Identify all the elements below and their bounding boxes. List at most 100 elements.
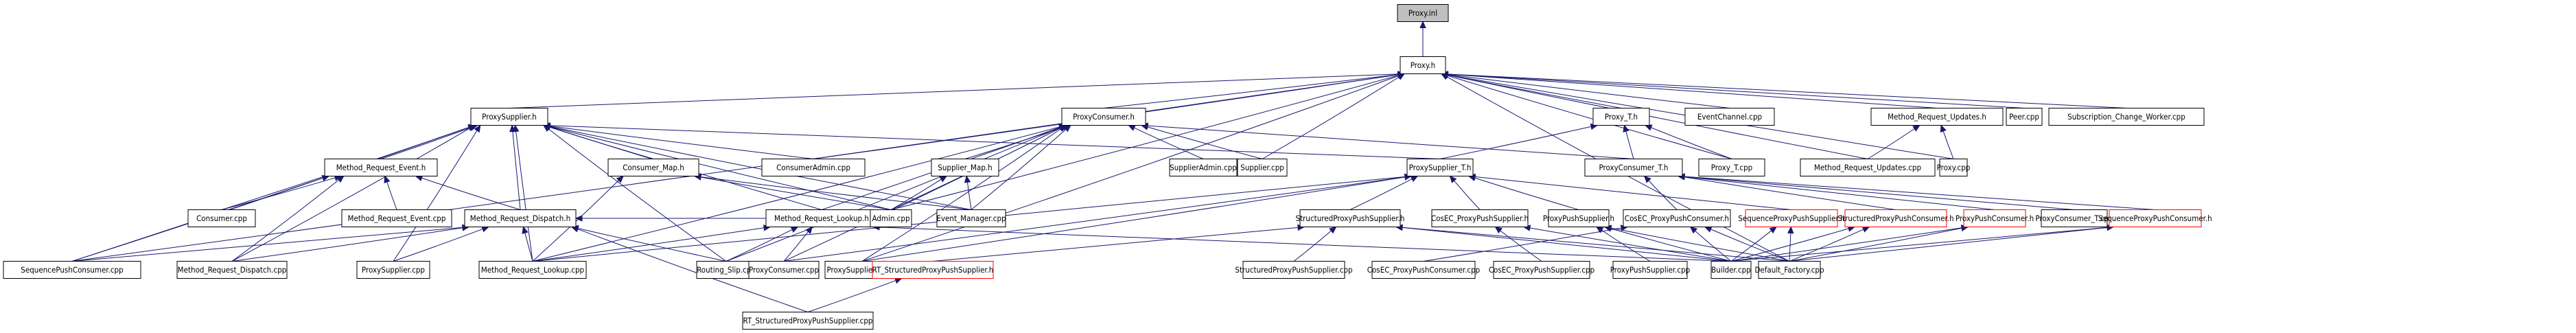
node-spps-cpp[interactable]: StructuredProxyPushSupplier.cpp — [1235, 261, 1353, 279]
node-peer-cpp[interactable]: Peer.cpp — [2006, 108, 2043, 126]
node-mru-h[interactable]: Method_Request_Updates.h — [1870, 108, 2004, 126]
edge-line — [1730, 227, 1962, 262]
node-cosec-ppc-cpp[interactable]: CosEC_ProxyPushConsumer.cpp — [1367, 261, 1481, 279]
node-mru-cpp[interactable]: Method_Request_Updates.cpp — [1800, 159, 1936, 176]
node-supplier-cpp[interactable]: Supplier.cpp — [1237, 159, 1288, 176]
node-mrd-h[interactable]: Method_Request_Dispatch.h — [464, 209, 577, 227]
node-rt-spps-h[interactable]: RT_StructuredProxyPushSupplier.h — [872, 261, 994, 279]
edge-seq_ppc_h-to-proxyconsumer_t_h — [1677, 173, 2156, 210]
node-proxysupplier-t-h[interactable]: ProxySupplier_T.h — [1406, 159, 1474, 176]
node-builder-cpp[interactable]: Builder.cpp — [1710, 261, 1752, 279]
node-proxy-h[interactable]: Proxy.h — [1400, 56, 1446, 74]
edge-supplier_cpp-to-proxy_h — [1262, 73, 1406, 159]
node-box — [1431, 209, 1529, 227]
node-label: Method_Request_Event.h — [336, 163, 426, 172]
node-box — [1592, 108, 1650, 126]
node-label: ProxySupplier_T.h — [1409, 163, 1472, 172]
edge-mrd_h-to-proxysupplier_h — [509, 124, 521, 210]
node-mre-h[interactable]: Method_Request_Event.h — [324, 159, 438, 176]
node-eventchannel-cpp[interactable]: EventChannel.cpp — [1684, 108, 1775, 126]
node-pps-cpp[interactable]: ProxyPushSupplier.cpp — [1610, 261, 1691, 279]
node-proxyconsumer-t-h[interactable]: ProxyConsumer_T.h — [1584, 159, 1683, 176]
node-proxy-cpp[interactable]: Proxy.cpp — [1937, 159, 1971, 176]
edge-line — [549, 126, 892, 210]
node-box — [1548, 209, 1610, 227]
edge-line — [1474, 176, 1792, 210]
node-proxyconsumer-h[interactable]: ProxyConsumer.h — [1061, 108, 1146, 126]
edge-event_manager_cpp-to-proxyconsumer_h — [971, 124, 1071, 210]
edge-scw_cpp-to-proxy_h — [1440, 71, 2127, 108]
node-mrd-cpp[interactable]: Method_Request_Dispatch.cpp — [176, 261, 288, 279]
edge-builder_cpp-to-seq_pps_h — [1730, 226, 1777, 262]
edge-builder_cpp-to-cosec_ppc_h — [1689, 226, 1732, 262]
node-consumer-map-h[interactable]: Consumer_Map.h — [607, 159, 699, 176]
node-proxy-t-cpp[interactable]: Proxy_T.cpp — [1698, 159, 1765, 176]
node-box — [341, 209, 452, 227]
node-spps-h[interactable]: StructuredProxyPushSupplier.h — [1296, 209, 1405, 227]
edge-pps_cpp-to-pps_h — [1595, 226, 1651, 262]
edge-line — [1103, 74, 1399, 108]
node-consumeradmin-cpp[interactable]: ConsumerAdmin.cpp — [761, 159, 866, 176]
node-proxysupplier-h[interactable]: ProxySupplier.h — [470, 108, 548, 126]
node-event-manager-cpp[interactable]: Event_Manager.cpp — [936, 209, 1006, 227]
node-supplier-map-h[interactable]: Supplier_Map.h — [931, 159, 999, 176]
node-proxy-t-h[interactable]: Proxy_T.h — [1592, 108, 1650, 126]
node-scw-cpp[interactable]: Subscription_Change_Worker.cpp — [2048, 108, 2205, 126]
edge-line — [512, 131, 521, 210]
arrowhead-icon — [1063, 124, 1071, 133]
node-supplieradmin-cpp[interactable]: SupplierAdmin.cpp — [1169, 159, 1238, 176]
edge-proxyconsumer_cpp-to-proxyconsumer_h — [783, 124, 1067, 262]
arrowhead-icon — [1689, 226, 1698, 234]
node-rt-spps-cpp[interactable]: RT_StructuredProxyPushSupplier.cpp — [742, 312, 874, 330]
edge-line — [726, 127, 1060, 262]
edge-line — [1789, 233, 1791, 262]
edge-supplieradmin_cpp-to-proxyconsumer_h — [1128, 124, 1204, 159]
node-mrl-cpp[interactable]: Method_Request_Lookup.cpp — [478, 261, 587, 279]
arrowhead-icon — [1623, 124, 1629, 133]
node-label: ProxyPushConsumer.h — [1956, 214, 2034, 223]
arrowhead-icon — [1440, 73, 1449, 80]
edge-builder_cpp-to-seq_ppc_h — [1730, 224, 2115, 262]
node-box — [1242, 261, 1345, 279]
node-label: ProxyConsumer.h — [1073, 112, 1135, 122]
arrowhead-icon — [790, 226, 799, 233]
node-default-factory-cpp[interactable]: Default_Factory.cpp — [1754, 261, 1824, 279]
arrowhead-icon — [1940, 124, 1947, 133]
node-box — [1698, 159, 1765, 176]
node-box — [696, 261, 756, 279]
edge-mrl_cpp-to-proxyconsumer_h — [532, 124, 1067, 262]
node-cosec-pps-cpp[interactable]: CosEC_ProxyPushSupplier.cpp — [1489, 261, 1594, 279]
edge-consumeradmin_cpp-to-proxysupplier_h — [542, 122, 814, 159]
node-label: ProxyPushSupplier.h — [1543, 214, 1614, 223]
node-seq-pps-h[interactable]: SequenceProxyPushSupplier.h — [1738, 209, 1845, 227]
node-label: StructuredProxyPushSupplier.cpp — [1235, 265, 1352, 275]
node-proxysupplier-cpp[interactable]: ProxySupplier.cpp — [356, 261, 430, 279]
edge-line — [231, 128, 470, 262]
node-proxyconsumer-t-cpp[interactable]: ProxyConsumer_T.cpp — [2035, 209, 2113, 227]
node-proxyconsumer-cpp[interactable]: ProxyConsumer.cpp — [748, 261, 820, 279]
edge-line — [1529, 227, 1732, 262]
edge-peer_cpp-to-proxy_h — [1440, 71, 2025, 108]
node-seq-ppc-h[interactable]: SequenceProxyPushConsumer.h — [2098, 209, 2212, 227]
node-admin-cpp[interactable]: Admin.cpp — [870, 209, 912, 227]
node-sppc-h[interactable]: StructuredProxyPushConsumer.h — [1837, 209, 1954, 227]
node-cosec-pps-h[interactable]: CosEC_ProxyPushSupplier.h — [1431, 209, 1529, 227]
node-label: RT_StructuredProxyPushSupplier.cpp — [743, 316, 873, 325]
node-label: Method_Request_Lookup.cpp — [481, 265, 584, 275]
node-label: Proxy.inl — [1408, 8, 1437, 18]
edge-line — [1447, 73, 1938, 108]
node-mrl-h[interactable]: Method_Request_Lookup.h — [765, 209, 878, 227]
node-pps-h[interactable]: ProxyPushSupplier.h — [1543, 209, 1614, 227]
node-mre-cpp[interactable]: Method_Request_Event.cpp — [341, 209, 452, 227]
node-cosec-ppc-h[interactable]: CosEC_ProxyPushConsumer.h — [1623, 209, 1731, 227]
node-label: EventChannel.cpp — [1697, 112, 1762, 122]
node-seqpushconsumer-cpp[interactable]: SequencePushConsumer.cpp — [3, 261, 141, 279]
node-consumer-cpp[interactable]: Consumer.cpp — [187, 209, 256, 227]
node-ppc-h[interactable]: ProxyPushConsumer.h — [1956, 209, 2034, 227]
edge-line — [1648, 180, 1678, 210]
edge-mrl_h-to-mrd_h — [575, 215, 766, 222]
node-label: ProxyPushSupplier.cpp — [1610, 265, 1691, 275]
node-routing-slip-cpp[interactable]: Routing_Slip.cpp — [696, 261, 756, 279]
arrowhead-icon — [1644, 124, 1653, 131]
arrowhead-icon — [964, 175, 971, 183]
